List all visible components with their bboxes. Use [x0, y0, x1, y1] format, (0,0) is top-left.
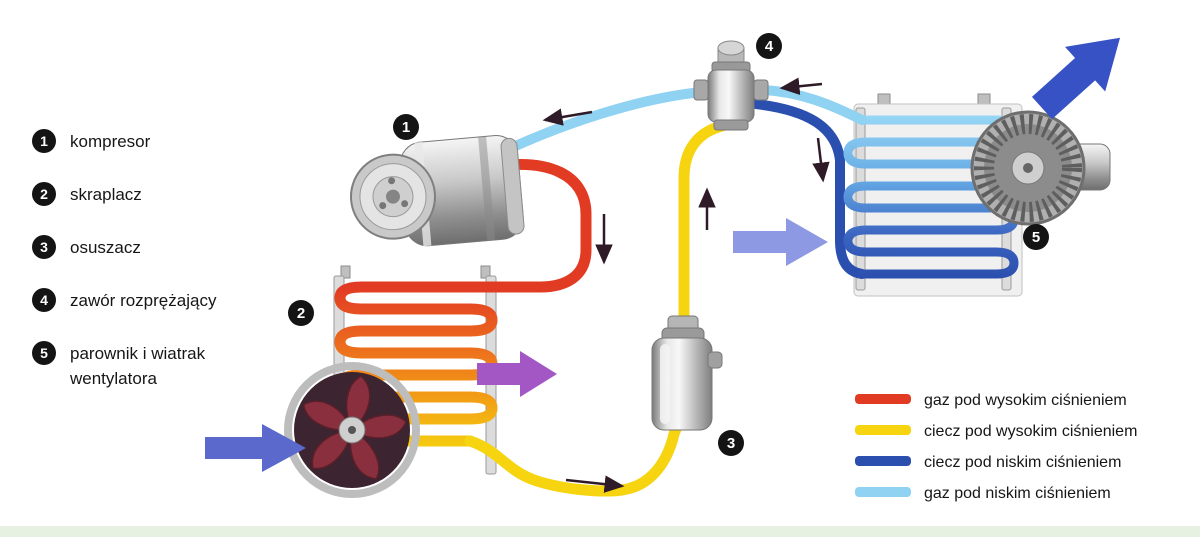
badge-condenser: 2	[288, 300, 314, 326]
color-swatch-lightblue	[855, 487, 911, 497]
fan-blade	[302, 400, 354, 432]
legend-label: skraplacz	[70, 185, 142, 204]
badge-circle	[288, 300, 314, 326]
valve-body	[707, 69, 755, 123]
badge-circle	[1023, 224, 1049, 250]
pulley-hole	[388, 177, 396, 185]
airflow-arrow-condenser-out	[477, 351, 557, 397]
pipe-high-pressure-gas	[470, 159, 592, 293]
pipe-high-pressure-liquid-bottom	[464, 418, 684, 497]
color-legend-item-red: gaz pod wysokim ciśnieniem	[855, 392, 1127, 409]
legend-item-parownik: 5 parownik i wiatrak wentylatora	[32, 341, 206, 388]
badge-dryer: 3	[718, 430, 744, 456]
compressor-end-cap	[500, 137, 525, 235]
compressor	[349, 135, 525, 247]
badge-circle	[718, 430, 744, 456]
flow-arrow-to-valve	[779, 77, 823, 95]
badge-circle	[756, 33, 782, 59]
component-legend: 1 kompresor 2 skraplacz 3 osuszacz 4 zaw…	[32, 129, 217, 388]
fan-blade	[350, 414, 407, 439]
legend-badge	[32, 341, 56, 365]
badge-expansion-valve: 4	[756, 33, 782, 59]
pipe-low-pressure-gas-left	[489, 87, 707, 161]
badge-circle	[393, 114, 419, 140]
color-swatch-yellow	[855, 425, 911, 435]
badge-number: 4	[765, 38, 774, 55]
valve-port-left	[693, 79, 709, 101]
airflow-arrow-condenser-in	[205, 424, 306, 472]
legend-label: osuszacz	[70, 238, 141, 257]
compressor-band-2	[478, 136, 496, 241]
fan-hub-center	[348, 426, 356, 434]
pulley-hole	[401, 200, 409, 208]
valve-cap	[717, 40, 745, 56]
condenser-fan	[284, 362, 420, 498]
legend-badge	[32, 182, 56, 206]
legend-item-zawor: 4 zawór rozprężający	[32, 288, 217, 312]
color-legend-item-yellow: ciecz pod wysokim ciśnieniem	[855, 423, 1137, 440]
color-legend: gaz pod wysokim ciśnieniem ciecz pod wys…	[855, 392, 1137, 502]
compressor-hub	[385, 189, 400, 204]
refrigerant-pipes	[334, 85, 1019, 497]
legend-label: parownik i wiatrak	[70, 344, 206, 363]
color-swatch-red	[855, 394, 911, 404]
legend-number: 1	[40, 133, 48, 149]
blower-fins	[974, 114, 1082, 222]
valve-port-right	[753, 79, 769, 101]
legend-badge	[32, 235, 56, 259]
legend-item-osuszacz: 3 osuszacz	[32, 235, 141, 259]
pipe-low-pressure-gas-right	[759, 85, 867, 125]
badge-number: 5	[1032, 229, 1040, 246]
fan-blade	[311, 429, 353, 470]
legend-number: 4	[40, 292, 48, 308]
badge-evaporator: 5	[1023, 224, 1049, 250]
legend-label: zawór rozprężający	[70, 291, 217, 310]
dryer-side-port	[707, 351, 723, 369]
flow-arrow-to-compressor	[542, 108, 593, 126]
flow-arrow-yellow-right	[565, 475, 625, 493]
legend-label-line2: wentylatora	[69, 369, 157, 388]
dryer	[651, 315, 723, 431]
color-legend-item-darkblue: ciecz pod niskim ciśnieniem	[855, 454, 1121, 471]
color-label: gaz pod niskim ciśnieniem	[924, 485, 1111, 502]
legend-badge	[32, 288, 56, 312]
fan-shroud	[284, 362, 420, 498]
legend-item-skraplacz: 2 skraplacz	[32, 182, 142, 206]
diagram-badges: 1 2 3 4 5	[288, 33, 1049, 456]
expansion-valve	[693, 40, 769, 131]
color-legend-item-lightblue: gaz pod niskim ciśnieniem	[855, 485, 1111, 502]
airflow-arrow-out	[1031, 37, 1121, 120]
legend-number: 3	[40, 239, 48, 255]
legend-label: kompresor	[70, 132, 151, 151]
blower	[970, 110, 1111, 226]
color-swatch-darkblue	[855, 456, 911, 466]
color-label: gaz pod wysokim ciśnieniem	[924, 392, 1127, 409]
pipe-low-pressure-liquid	[751, 99, 867, 279]
legend-badge	[32, 129, 56, 153]
color-label: ciecz pod wysokim ciśnieniem	[924, 423, 1137, 440]
legend-item-kompresor: 1 kompresor	[32, 129, 151, 153]
flow-arrows	[542, 77, 830, 493]
badge-number: 1	[402, 119, 410, 136]
airflow-arrows	[205, 37, 1121, 472]
legend-number: 2	[40, 186, 48, 202]
bottom-strip	[0, 526, 1200, 537]
valve-flange	[713, 119, 749, 131]
evaporator-coil	[843, 115, 1019, 279]
flow-arrow-blue-down	[812, 137, 830, 183]
dryer-highlight	[660, 344, 670, 424]
evaporator-rail-left	[855, 107, 866, 291]
color-label: ciecz pod niskim ciśnieniem	[924, 454, 1121, 471]
pulley-hole	[379, 202, 387, 210]
airflow-arrow-out-shape	[1031, 37, 1121, 120]
airflow-arrow-evaporator-in	[733, 218, 828, 266]
badge-compressor: 1	[393, 114, 419, 140]
condenser-mount-tab-left	[340, 265, 351, 279]
legend-number: 5	[40, 345, 48, 361]
blower-hub-center	[1023, 163, 1033, 173]
badge-number: 3	[727, 435, 735, 452]
badge-number: 2	[297, 305, 305, 322]
pipe-high-pressure-liquid-up	[678, 120, 728, 330]
